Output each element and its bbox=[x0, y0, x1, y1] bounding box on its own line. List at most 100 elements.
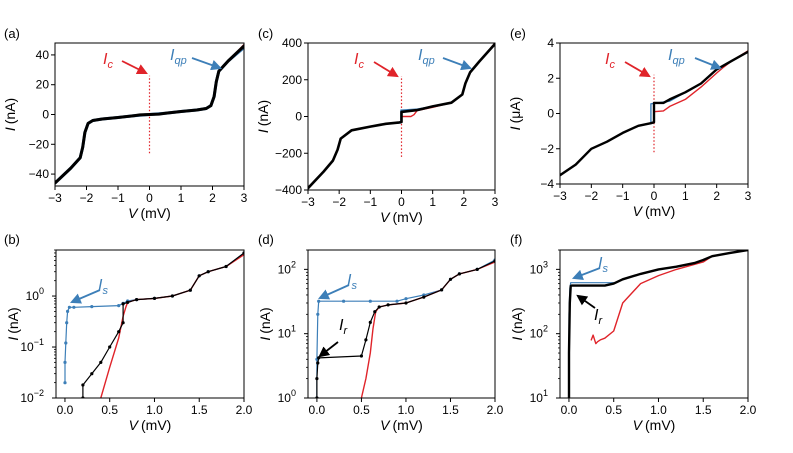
data-point-black bbox=[373, 310, 377, 314]
y-axis-label: I(μA) bbox=[507, 97, 523, 131]
series-line-red bbox=[590, 250, 748, 345]
series-group bbox=[567, 250, 748, 398]
data-point-blue bbox=[342, 299, 346, 303]
data-point-black bbox=[135, 298, 139, 302]
data-point-black bbox=[99, 360, 103, 364]
data-point-black bbox=[126, 300, 130, 304]
data-point-blue bbox=[368, 299, 372, 303]
x-tick-label: 1 bbox=[429, 195, 436, 209]
y-tick-label: −200 bbox=[275, 146, 302, 160]
data-point-blue bbox=[117, 304, 121, 308]
x-axis-label: V(mV) bbox=[128, 205, 171, 221]
data-point-black bbox=[170, 294, 174, 298]
annotation-arrow bbox=[624, 61, 651, 78]
series-group bbox=[308, 43, 495, 190]
x-tick-label: 0.5 bbox=[353, 403, 370, 417]
data-point-black bbox=[224, 264, 228, 269]
data-point-blue bbox=[67, 305, 71, 309]
series-line-red bbox=[100, 253, 244, 398]
y-axis-label: I(nA) bbox=[509, 307, 525, 340]
x-tick-label: 0 bbox=[651, 189, 658, 203]
x-tick-label: 1.5 bbox=[191, 403, 208, 417]
data-point-black bbox=[316, 361, 320, 365]
x-axis-label: V(mV) bbox=[380, 417, 423, 433]
x-tick-label: 1 bbox=[178, 191, 185, 205]
annotation-ic: Ic bbox=[103, 51, 113, 71]
x-tick-label: 3 bbox=[492, 195, 499, 209]
y-axis-label: I(nA) bbox=[2, 98, 18, 131]
x-axis-label: V(mV) bbox=[633, 203, 676, 219]
y-tick-label: 101 bbox=[278, 324, 296, 341]
x-tick-label: −1 bbox=[363, 195, 377, 209]
series-line-black bbox=[567, 250, 748, 398]
data-point-black bbox=[317, 356, 321, 360]
y-tick-label: 4 bbox=[547, 36, 554, 50]
x-tick-label: −3 bbox=[48, 191, 62, 205]
x-tick-label: 1.0 bbox=[146, 403, 163, 417]
data-point-blue bbox=[90, 305, 94, 309]
annotation-arrow bbox=[571, 267, 601, 280]
y-tick-label: 103 bbox=[530, 259, 548, 276]
x-tick-label: 3 bbox=[745, 189, 752, 203]
x-tick-label: −3 bbox=[301, 195, 315, 209]
y-tick-label: 102 bbox=[278, 259, 296, 276]
annotation-is: Is bbox=[98, 277, 108, 297]
y-tick-label: 100 bbox=[278, 388, 296, 405]
panel-label: (e) bbox=[510, 26, 526, 41]
data-point-black bbox=[81, 383, 85, 387]
annotation-is: Is bbox=[347, 272, 357, 292]
data-point-blue bbox=[72, 305, 76, 309]
x-tick-label: 3 bbox=[241, 191, 248, 205]
y-tick-label: 0 bbox=[42, 108, 49, 122]
data-point-black bbox=[197, 274, 201, 278]
x-tick-label: 1.5 bbox=[442, 403, 459, 417]
x-tick-label: 1.0 bbox=[650, 403, 667, 417]
data-point-blue bbox=[66, 309, 70, 313]
axes-frame bbox=[55, 249, 245, 399]
x-tick-label: 1 bbox=[682, 189, 689, 203]
x-tick-label: 0.0 bbox=[309, 403, 326, 417]
y-tick-label: −40 bbox=[29, 167, 50, 181]
data-point-black bbox=[457, 272, 461, 276]
series-line-black bbox=[308, 43, 495, 190]
data-point-black bbox=[117, 330, 121, 334]
data-point-black bbox=[364, 338, 368, 342]
y-tick-label: −4 bbox=[540, 177, 554, 191]
y-tick-label: 0 bbox=[295, 110, 302, 124]
y-tick-label: 10−1 bbox=[20, 337, 44, 354]
x-tick-label: −2 bbox=[332, 195, 346, 209]
annotation-arrow bbox=[694, 57, 723, 70]
annotation-arrow bbox=[318, 284, 350, 300]
annotation-ir: Ir bbox=[594, 307, 603, 327]
series-line-blue bbox=[64, 252, 244, 384]
y-tick-label: 20 bbox=[36, 78, 50, 92]
panel-label: (a) bbox=[4, 26, 20, 41]
data-point-black bbox=[359, 354, 363, 358]
y-tick-label: 40 bbox=[36, 48, 50, 62]
x-tick-label: −2 bbox=[584, 189, 598, 203]
annotation-arrow bbox=[373, 61, 399, 78]
y-tick-label: −400 bbox=[275, 183, 302, 197]
data-point-blue bbox=[65, 321, 69, 325]
annotation-arrow bbox=[191, 57, 223, 71]
x-tick-label: −3 bbox=[553, 189, 567, 203]
data-point-black bbox=[90, 372, 94, 376]
annotation-arrow bbox=[442, 57, 473, 71]
data-point-blue bbox=[63, 360, 67, 364]
data-point-blue bbox=[64, 341, 68, 345]
data-point-black bbox=[121, 321, 125, 325]
data-point-black bbox=[440, 288, 444, 292]
series-line-black bbox=[560, 50, 748, 177]
data-point-black bbox=[108, 345, 112, 349]
y-tick-label: 0 bbox=[547, 107, 554, 121]
annotation-arrow bbox=[576, 294, 596, 309]
annotation-iqp: Iqp bbox=[418, 47, 435, 67]
x-axis-label: V(mV) bbox=[380, 209, 423, 225]
data-point-black bbox=[368, 320, 372, 324]
data-point-black bbox=[475, 267, 479, 271]
series-line-black bbox=[55, 44, 244, 185]
